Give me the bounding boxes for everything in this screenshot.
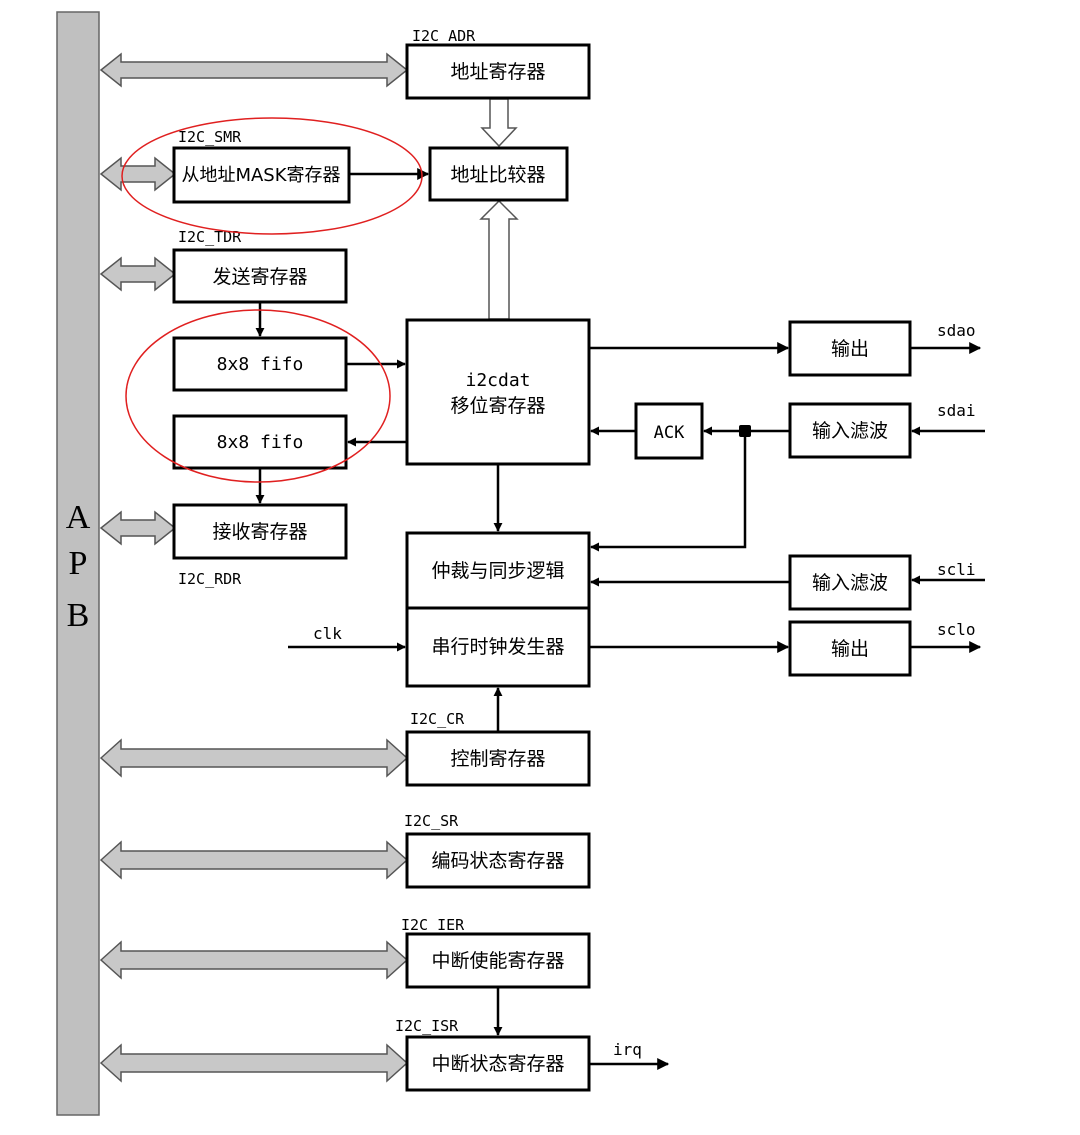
box-filter-scl [788, 554, 912, 611]
signal-clk: clk [313, 624, 342, 643]
label-filter-sda: 输入滤波 [812, 420, 888, 442]
bus-arrow-tdr [99, 256, 177, 292]
box-out-scl [788, 620, 912, 677]
bus-arrow-sr [99, 840, 409, 880]
box-comparator [428, 146, 569, 202]
tag-i2c-smr: I2C_SMR [178, 128, 242, 146]
label-comparator: 地址比较器 [450, 164, 545, 186]
label-isr: 中断状态寄存器 [431, 1053, 564, 1075]
box-smr [172, 146, 351, 204]
apb-letter-a: A [66, 499, 91, 536]
hollow-arrow-shift-to-comparator [479, 199, 519, 320]
box-fifo-tx [172, 336, 348, 392]
bus-arrow-isr [99, 1043, 409, 1083]
label-fifo-tx: 8x8 fifo [217, 354, 304, 375]
box-shift [405, 318, 591, 466]
label-arbitration: 仲裁与同步逻辑 [431, 560, 564, 582]
box-filter-sda [788, 402, 912, 459]
wire-sda-to-arbitration [590, 431, 747, 552]
tag-i2c-cr: I2C_CR [410, 710, 465, 728]
bus-arrow-cr [99, 738, 409, 778]
hollow-arrows [479, 98, 519, 320]
bus-arrow-adr [99, 52, 409, 88]
highlight-fifos [125, 309, 391, 483]
box-cr [405, 730, 591, 787]
tag-i2c-sr: I2C_SR [404, 812, 459, 830]
tag-i2c-adr: I2C_ADR [412, 27, 476, 45]
label-fifo-rx: 8x8 fifo [217, 432, 304, 453]
signal-irq: irq [613, 1040, 642, 1059]
tag-i2c-ier: I2C_IER [401, 916, 465, 934]
tag-i2c-rdr: I2C_RDR [178, 570, 242, 588]
hollow-arrow-adr-to-comparator [480, 98, 518, 148]
label-smr: 从地址MASK寄存器 [181, 165, 340, 186]
label-clock-gen: 串行时钟发生器 [431, 636, 564, 658]
signal-sdai: sdai [937, 401, 976, 420]
bus-arrows [99, 52, 409, 1083]
label-rdr: 接收寄存器 [212, 521, 307, 543]
label-adr: 地址寄存器 [450, 61, 545, 83]
apb-bus: A P B [56, 11, 100, 1116]
signal-sdao: sdao [937, 321, 976, 340]
label-out-scl: 输出 [831, 638, 869, 660]
apb-letter-b: B [67, 597, 90, 634]
label-ack: ACK [654, 423, 685, 443]
box-ack [634, 402, 704, 460]
blocks [172, 43, 912, 1092]
junction-dot [739, 425, 751, 437]
label-tdr: 发送寄存器 [212, 266, 307, 288]
register-tags: I2C_ADR I2C_SMR I2C_TDR I2C_RDR I2C_CR I… [178, 27, 476, 1035]
label-cr: 控制寄存器 [450, 748, 545, 770]
block-labels: 地址寄存器 地址比较器 从地址MASK寄存器 发送寄存器 8x8 fifo 8x… [181, 61, 888, 1075]
label-out-sda: 输出 [831, 338, 869, 360]
tag-i2c-isr: I2C_ISR [395, 1017, 459, 1035]
label-shift-line1: i2cdat [465, 370, 530, 391]
apb-letter-p: P [69, 545, 88, 582]
bus-arrow-rdr [99, 510, 177, 546]
box-arbitration [405, 531, 591, 610]
box-adr [405, 43, 591, 100]
box-isr [405, 1035, 591, 1092]
label-filter-scl: 输入滤波 [812, 572, 888, 594]
tag-i2c-tdr: I2C_TDR [178, 228, 242, 246]
label-shift-line2: 移位寄存器 [450, 395, 545, 417]
bus-arrow-ier [99, 940, 409, 980]
highlight-smr [121, 117, 423, 235]
signal-sclo: sclo [937, 620, 976, 639]
box-ier [405, 932, 591, 989]
signal-wires [255, 168, 985, 1070]
bus-arrow-smr [99, 156, 177, 192]
signal-labels: sdao sdai scli sclo clk irq [313, 321, 976, 1059]
box-clock-gen [405, 606, 591, 688]
label-sr: 编码状态寄存器 [431, 850, 564, 872]
label-ier: 中断使能寄存器 [431, 950, 564, 972]
signal-scli: scli [937, 560, 976, 579]
box-rdr [172, 503, 348, 560]
box-sr [405, 832, 591, 889]
highlights [121, 117, 423, 483]
